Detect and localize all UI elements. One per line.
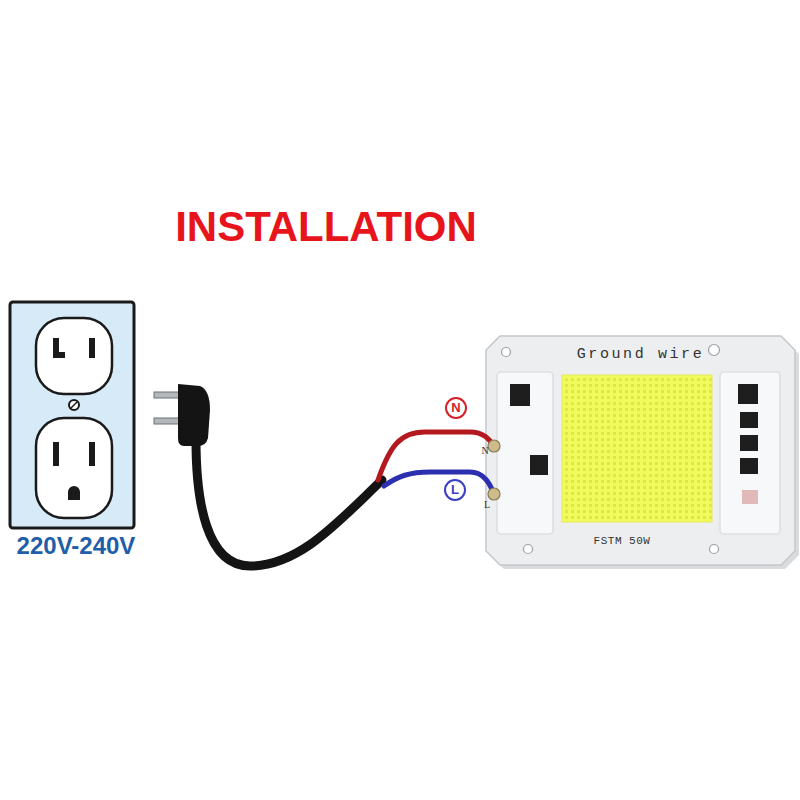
wall-outlet: 220V-240V — [10, 302, 134, 528]
callout-circle — [445, 480, 465, 500]
model-label: FSTM 50W — [572, 534, 672, 548]
power-plug — [154, 384, 382, 566]
callout-circle — [446, 398, 466, 418]
callout-letter: L — [445, 482, 465, 498]
board-print: Ground wire — [486, 345, 795, 365]
voltage-label: 220V-240V — [0, 531, 152, 561]
callout-letter: N — [446, 400, 466, 416]
terminal-label: N — [478, 445, 492, 457]
wires — [378, 432, 500, 500]
terminal-label: L — [480, 499, 494, 511]
led-board: Ground wireNLFSTM 50W — [486, 336, 795, 565]
wall-outlet — [10, 302, 134, 528]
cob-led-board — [486, 336, 799, 569]
title: INSTALLATION — [120, 202, 532, 252]
